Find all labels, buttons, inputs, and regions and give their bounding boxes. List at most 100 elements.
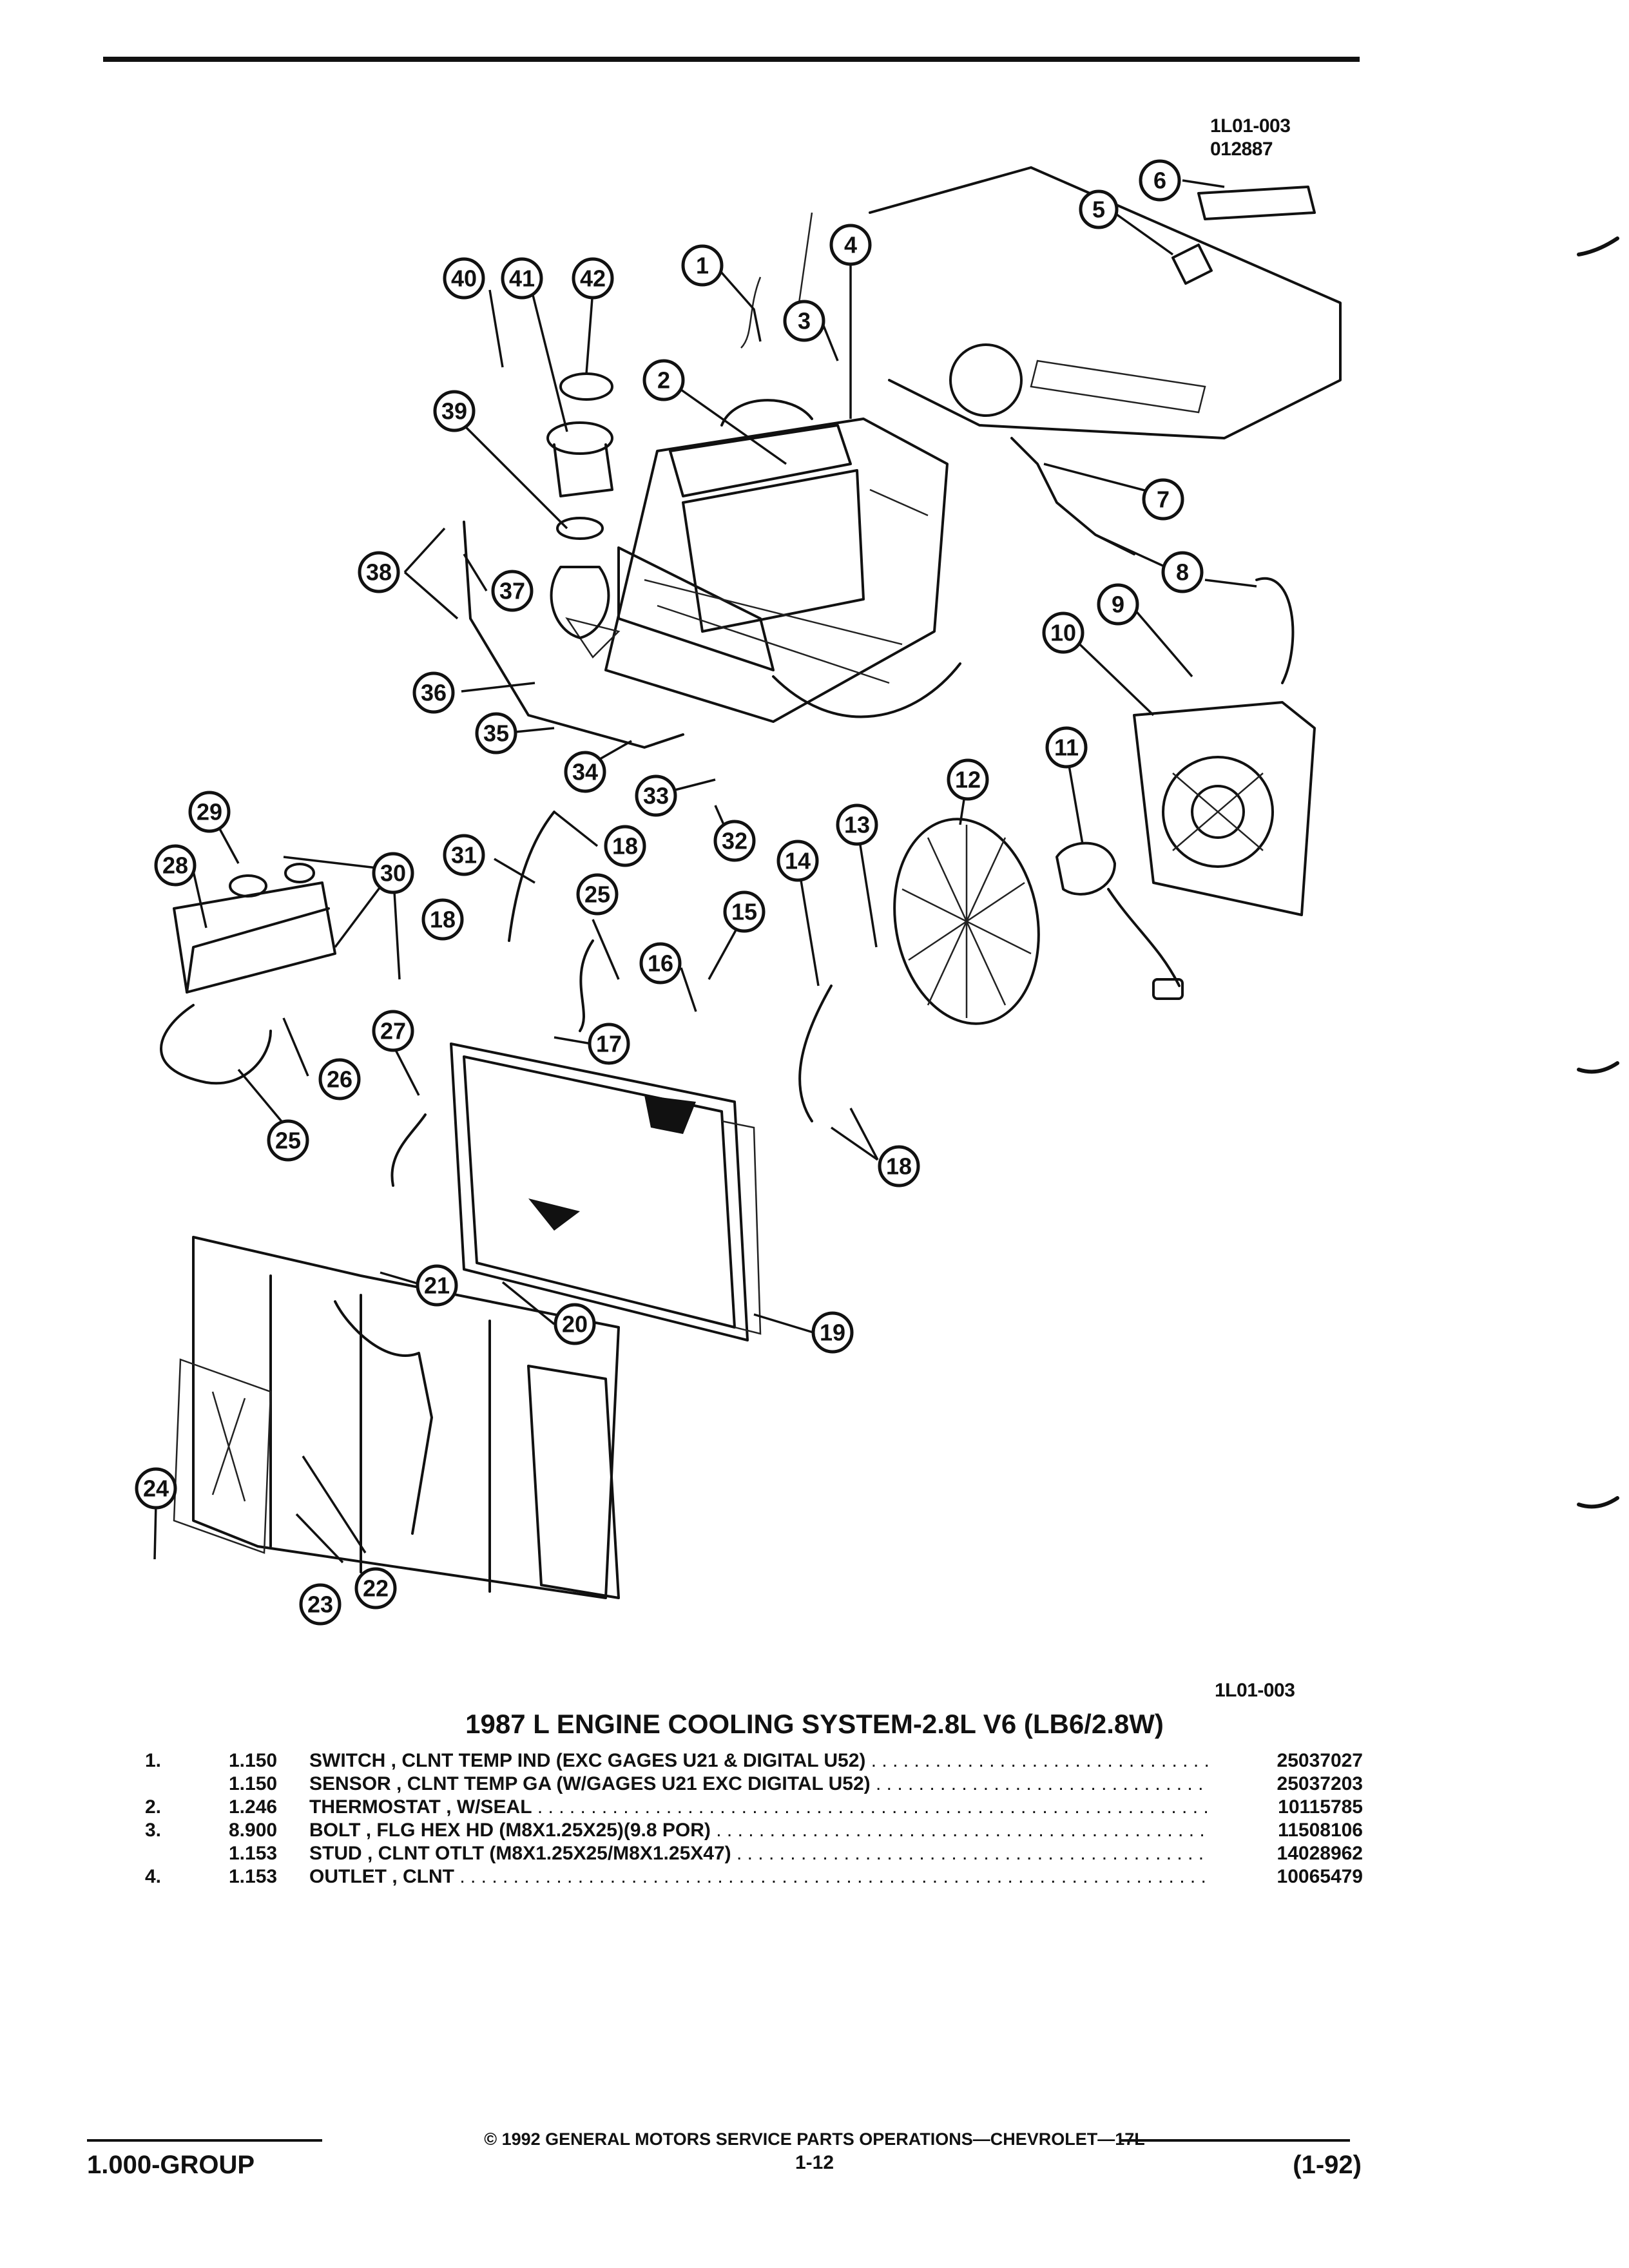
callout-42: 42 [572,257,614,300]
svg-text:21: 21 [424,1273,450,1299]
body-panel-illustration [869,166,1342,684]
callout-18a: 18 [604,825,646,867]
callout-38: 38 [358,551,400,593]
svg-text:15: 15 [731,899,757,925]
parts-row: 2. 1.246 THERMOSTAT , W/SEAL 10115785 [145,1796,1363,1819]
diagram-code-sub: 012887 [1210,139,1273,160]
page-title: 1987 L ENGINE COOLING SYSTEM-2.8L V6 (LB… [465,1709,1164,1739]
engine-illustration [565,399,961,723]
parts-row: 1.150 SENSOR , CLNT TEMP GA (W/GAGES U21… [145,1773,1363,1796]
callout-27: 27 [372,1010,414,1052]
svg-text:14: 14 [785,848,811,874]
footer-rule-right [1121,2139,1350,2142]
footer-copyright: © 1992 GENERAL MOTORS SERVICE PARTS OPER… [484,2129,1145,2149]
svg-text:28: 28 [162,852,188,879]
parts-row: 1.153 STUD , CLNT OTLT (M8X1.25X25/M8X1.… [145,1842,1363,1865]
callout-29: 29 [188,791,231,833]
callout-39: 39 [433,390,476,432]
callout-18b: 18 [421,898,464,941]
callout-12: 12 [947,758,989,801]
callout-18c: 18 [878,1145,920,1187]
callout-19: 19 [811,1311,854,1354]
callout-1: 1 [681,244,724,287]
callout-10: 10 [1042,611,1084,654]
part-number: 10115785 [1278,1796,1363,1818]
exploded-parts-diagram: 1 2 3 4 5 6 7 8 9 10 11 12 13 14 15 16 1… [135,159,1619,1626]
callout-15: 15 [723,890,766,933]
part-number: 11508106 [1278,1820,1363,1841]
callout-14: 14 [776,840,819,882]
svg-text:3: 3 [798,308,811,334]
callout-33: 33 [635,774,677,817]
item-number: 1. [145,1750,162,1771]
svg-text:19: 19 [820,1320,845,1346]
callout-37: 37 [491,570,534,612]
fan-shroud-illustration [1133,701,1316,916]
svg-text:36: 36 [421,680,447,706]
callout-4: 4 [829,224,872,266]
svg-text:12: 12 [955,767,981,793]
svg-text:25: 25 [584,881,610,908]
svg-text:24: 24 [143,1475,169,1502]
svg-text:2: 2 [657,367,670,394]
diagram-code-top: 1L01-003 [1210,115,1291,137]
parts-list: 1. 1.150 SWITCH , CLNT TEMP IND (EXC GAG… [145,1749,1363,1888]
svg-text:18: 18 [886,1153,912,1180]
callout-5: 5 [1079,189,1119,229]
svg-text:29: 29 [197,799,222,825]
svg-text:35: 35 [483,720,509,747]
svg-text:33: 33 [643,783,669,809]
callout-22: 22 [354,1567,397,1610]
callout-36: 36 [412,671,455,714]
svg-text:16: 16 [648,950,673,977]
svg-text:17: 17 [596,1031,622,1057]
callout-2: 2 [642,359,685,401]
callout-28: 28 [154,844,197,887]
callout-13: 13 [836,803,878,846]
radiator-illustration [450,1043,762,1341]
page-number: 1-12 [795,2152,834,2173]
svg-text:1: 1 [696,253,709,279]
item-description: STUD , CLNT OTLT (M8X1.25X25/M8X1.25X47) [309,1842,1208,1865]
callout-32: 32 [713,820,756,862]
svg-text:23: 23 [307,1591,333,1618]
svg-text:30: 30 [380,860,406,887]
callout-21: 21 [416,1264,458,1307]
callout-20: 20 [554,1303,596,1345]
item-description: OUTLET , CLNT [309,1865,1208,1888]
callout-26: 26 [318,1058,361,1100]
item-number: 4. [145,1866,162,1887]
item-code: 1.246 [229,1796,278,1818]
svg-text:38: 38 [366,559,392,586]
svg-text:25: 25 [275,1128,301,1154]
margin-mark [1577,1496,1619,1509]
part-number: 25037027 [1277,1750,1363,1771]
svg-text:27: 27 [380,1018,406,1044]
footer-group: 1.000-GROUP [87,2151,255,2179]
svg-text:26: 26 [327,1066,352,1093]
item-number: 2. [145,1796,162,1818]
callout-25a: 25 [267,1119,309,1162]
item-description: THERMOSTAT , W/SEAL [309,1796,1208,1819]
svg-text:18: 18 [612,833,638,860]
footer-rule-left [87,2139,322,2142]
item-description: SENSOR , CLNT TEMP GA (W/GAGES U21 EXC D… [309,1773,1208,1796]
item-code: 1.153 [229,1843,278,1864]
svg-text:10: 10 [1050,620,1076,646]
part-number: 14028962 [1277,1843,1363,1864]
callout-40: 40 [443,257,485,300]
item-description: BOLT , FLG HEX HD (M8X1.25X25)(9.8 POR) [309,1819,1208,1842]
callout-35: 35 [475,712,517,754]
item-description: SWITCH , CLNT TEMP IND (EXC GAGES U21 & … [309,1749,1208,1773]
callout-34: 34 [564,751,606,793]
svg-text:8: 8 [1176,559,1189,586]
svg-text:42: 42 [580,265,606,292]
parts-row: 1. 1.150 SWITCH , CLNT TEMP IND (EXC GAG… [145,1749,1363,1773]
parts-row: 3. 8.900 BOLT , FLG HEX HD (M8X1.25X25)(… [145,1819,1363,1842]
callout-9: 9 [1097,583,1139,626]
part-number: 10065479 [1277,1866,1363,1887]
item-code: 1.150 [229,1750,278,1771]
top-rule [103,57,1360,62]
item-code: 8.900 [229,1820,278,1841]
margin-mark [1577,1061,1619,1074]
